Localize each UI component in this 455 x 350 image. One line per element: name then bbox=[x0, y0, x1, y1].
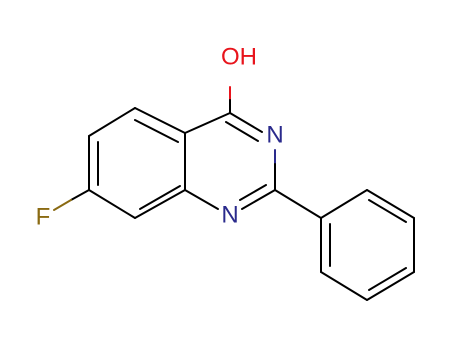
bond-c8-c8a bbox=[134, 189, 186, 219]
bond-c4-n3 bbox=[229, 112, 263, 133]
bond-c2-phenyl bbox=[274, 189, 322, 219]
atom-label-n1: N bbox=[221, 201, 238, 228]
bond-c8-c8a-double bbox=[139, 185, 181, 210]
bond-ph1-ph2 bbox=[320, 189, 368, 219]
bond-c7-f-black bbox=[70, 189, 90, 201]
bond-c4a-c4 bbox=[184, 112, 231, 134]
atom-label-n3: N bbox=[266, 121, 283, 148]
bond-c7-c8 bbox=[88, 189, 136, 219]
bonds bbox=[53, 86, 415, 301]
bond-c2-n1 bbox=[241, 189, 276, 210]
bond-c4-n3-double bbox=[225, 121, 259, 142]
bond-c2-n1-double bbox=[239, 184, 267, 201]
bond-c7-f-brown bbox=[53, 199, 72, 211]
bond-c5-c6 bbox=[88, 107, 136, 137]
atom-label-oh: OH bbox=[221, 43, 257, 70]
bond-ph4-ph5-double bbox=[368, 267, 407, 291]
bond-ph2-ph3-double bbox=[368, 199, 407, 223]
atom-label-f: F bbox=[36, 203, 51, 230]
bond-c4a-c5-double bbox=[134, 119, 179, 143]
bond-ph5-ph6 bbox=[320, 271, 368, 301]
bond-n1-c8a bbox=[184, 189, 219, 210]
bond-c4a-c5 bbox=[134, 107, 186, 134]
atom-labels: OH N N F bbox=[36, 43, 284, 230]
bond-ph4-ph5 bbox=[366, 271, 415, 301]
bond-ph2-ph3 bbox=[366, 189, 415, 219]
